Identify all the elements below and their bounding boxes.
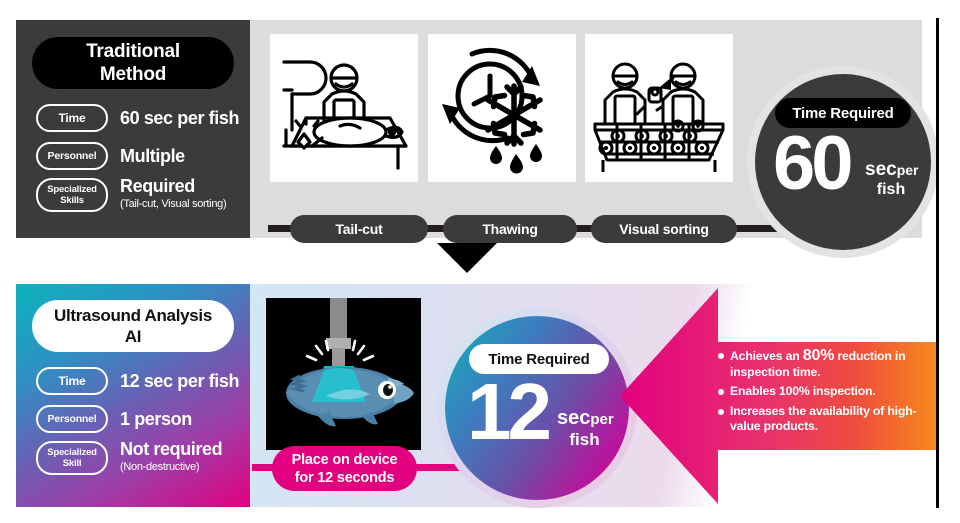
traditional-unit-per: per [896,162,919,178]
traditional-value-personnel: Multiple [120,145,185,166]
benefit-1-post: reduction in inspection time. [730,349,906,379]
worker-cutting-fish-icon [282,60,408,170]
benefit-1-percent: 80% [802,347,835,364]
ai-spec-personnel: Personnel 1 person [36,405,192,433]
traditional-chip-time: Time [36,104,108,132]
ultrasound-probe-on-tuna-icon [266,298,421,450]
ai-value-skill: Not required [120,439,223,459]
step-pill-place-on-device: Place on device for 12 seconds [272,446,417,491]
benefits-callout-arrow [620,288,937,504]
traditional-title-line1: Traditional [86,41,180,62]
traditional-spec-time: Time 60 sec per fish [36,104,239,132]
ai-time-required-badge: Time Required [469,344,609,374]
place-pill-line1: Place on device [291,451,398,468]
ai-unit-fish: fish [569,430,600,449]
step-pill-visual-sorting: Visual sorting [591,215,737,243]
traditional-unit-sec: sec [865,159,897,180]
illustration-card-tail-cut [270,34,418,182]
traditional-value-time: 60 sec per fish [120,107,240,128]
ai-subtext-skill: (Non-destructive) [120,461,200,473]
traditional-unit-fish: fish [876,180,906,198]
traditional-result-number: 60 [773,121,854,206]
ai-method-panel: Ultrasound Analysis AI Time 12 sec per f… [16,284,250,507]
ai-chip-skill-line2: Skill [62,458,82,469]
illustration-card-ultrasound-device [266,298,421,450]
ai-method-title: Ultrasound Analysis AI [32,300,234,352]
traditional-value-skills: Required [120,176,195,196]
ai-value-personnel: 1 person [120,408,192,429]
ai-spec-skill: Specialized Skill Not required (Non-dest… [36,439,223,475]
bullet-dot-icon [718,408,724,415]
bullet-dot-icon [718,389,724,395]
right-vertical-rule [936,18,939,508]
workers-visual-sorting-icon [593,62,725,172]
benefits-list: Achieves an 80% reduction in inspection … [718,348,930,439]
traditional-spec-skills: Specialized Skills Required (Tail-cut, V… [36,176,227,212]
place-pill-line2: for 12 seconds [294,469,395,486]
benefit-1-pre: Achieves an [730,349,803,363]
illustration-card-visual-sorting [585,34,733,182]
traditional-method-panel: Traditional Method Time 60 sec per fish … [16,20,250,238]
traditional-spec-personnel: Personnel Multiple [36,142,185,170]
traditional-title-line2: Method [99,64,167,85]
ai-unit-sec: sec [557,407,591,429]
traditional-result-circle: Time Required 60 secper fish [755,74,931,250]
ai-result-circle: Time Required 12 secper fish [445,316,629,500]
ai-result-number: 12 [467,367,552,456]
ai-title-line1: Ultrasound Analysis [53,306,213,325]
benefit-2-text: Enables 100% inspection. [730,384,876,398]
step-pill-thawing: Thawing [443,215,577,243]
ai-chip-time: Time [36,367,108,395]
transition-down-arrow-icon [437,243,497,273]
step-pill-tail-cut: Tail-cut [290,215,428,243]
traditional-chip-skills-line2: Skills [60,195,84,206]
ai-chip-skill-line1: Specialized [47,447,97,458]
clock-snowflake-thaw-icon [442,47,543,174]
illustration-card-thawing [428,34,576,182]
ai-value-time: 12 sec per fish [120,370,240,391]
benefit-item-1: Achieves an 80% reduction in inspection … [718,348,930,380]
ai-unit-per: per [590,411,614,428]
bullet-dot-icon [718,353,724,359]
traditional-time-required-badge: Time Required [775,98,911,128]
ai-chip-skill: Specialized Skill [36,441,108,475]
traditional-chip-skills-line1: Specialized [47,184,97,195]
benefit-3-text: Increases the availability of high-value… [730,403,917,434]
benefit-item-2: Enables 100% inspection. [718,384,930,400]
traditional-subtext-skills: (Tail-cut, Visual sorting) [120,198,227,210]
ai-title-line2: AI [124,327,142,346]
benefit-item-3: Increases the availability of high-value… [718,404,930,435]
traditional-method-section: Traditional Method Time 60 sec per fish … [16,20,939,258]
ai-spec-time: Time 12 sec per fish [36,367,239,395]
traditional-method-title: Traditional Method [32,37,234,89]
traditional-chip-skills: Specialized Skills [36,178,108,212]
traditional-chip-personnel: Personnel [36,142,108,170]
ai-chip-personnel: Personnel [36,405,108,433]
